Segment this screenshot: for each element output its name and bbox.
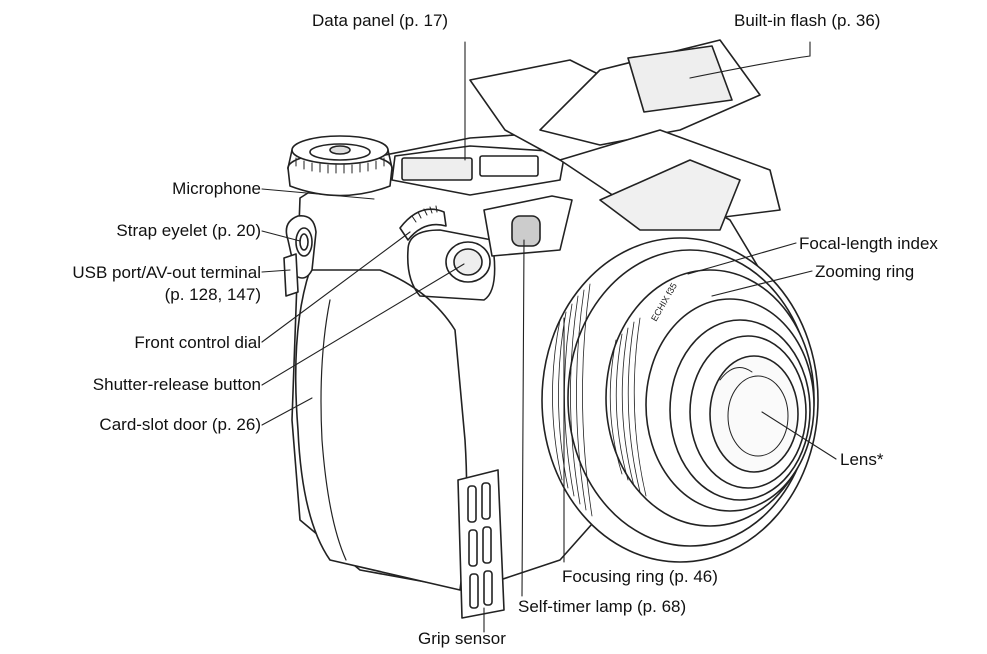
label-built-in-flash: Built-in flash (p. 36) <box>734 11 881 30</box>
leader-microphone <box>261 188 375 200</box>
leader-zooming-ring <box>711 270 813 297</box>
lens-barrel <box>541 237 819 563</box>
front-control-dial <box>399 205 447 241</box>
label-focal-length-index: Focal-length index <box>799 234 938 253</box>
label-zooming-ring: Zooming ring <box>815 262 915 281</box>
label-grip-sensor: Grip sensor <box>418 629 506 648</box>
leader-lens <box>761 411 837 460</box>
leader-strap-eyelet <box>261 230 301 242</box>
grip-sensor-panel <box>457 469 505 619</box>
leader-self-timer <box>521 239 525 597</box>
data-panel-screen <box>401 157 473 181</box>
leader-built-in-flash <box>689 41 811 79</box>
leader-front-control-dial <box>261 231 411 343</box>
self-timer-lamp-art <box>483 195 573 257</box>
leader-usb-port <box>261 269 291 273</box>
label-shutter-release-button: Shutter-release button <box>92 375 261 394</box>
label-usb-port-line2: (p. 128, 147) <box>164 285 261 304</box>
label-usb-port-line1: USB port/AV-out terminal <box>72 263 261 282</box>
label-focusing-ring: Focusing ring (p. 46) <box>562 567 718 586</box>
usb-door <box>283 253 299 297</box>
label-self-timer-lamp: Self-timer lamp (p. 68) <box>518 597 687 616</box>
grip <box>294 269 468 591</box>
shutter-release-button-art <box>445 241 491 283</box>
label-lens: Lens* <box>840 450 884 469</box>
label-microphone: Microphone <box>172 179 261 198</box>
leader-focal-length <box>687 242 797 275</box>
label-strap-eyelet: Strap eyelet (p. 20) <box>116 221 261 240</box>
label-front-control-dial: Front control dial <box>134 333 261 352</box>
built-in-flash-art <box>469 39 781 231</box>
leader-shutter-release <box>261 263 465 386</box>
label-data-panel: Data panel (p. 17) <box>312 11 449 30</box>
label-card-slot-door: Card-slot door (p. 26) <box>99 415 261 434</box>
mode-dial <box>287 135 393 197</box>
leader-card-slot-door <box>261 397 313 426</box>
